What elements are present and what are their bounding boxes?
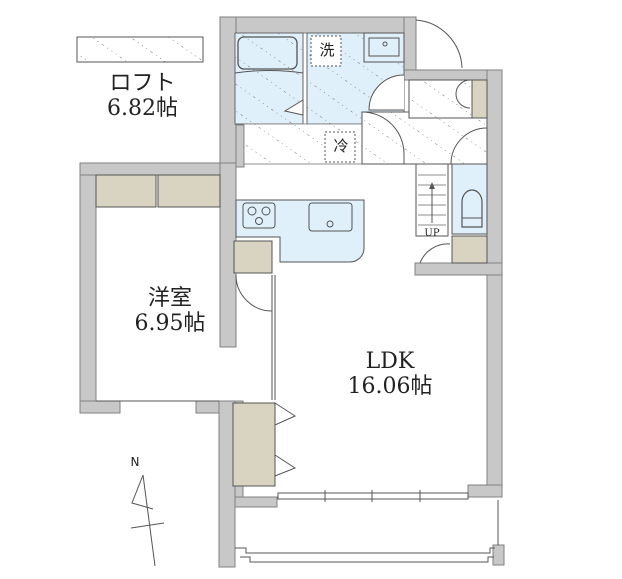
fridge-marker: 冷 xyxy=(333,137,349,155)
room-size: 6.95帖 xyxy=(134,310,206,336)
bathroom xyxy=(234,32,304,125)
stairs xyxy=(415,163,449,237)
toilet xyxy=(419,163,488,264)
room-name: LDK xyxy=(365,349,415,374)
room-name: 洋室 xyxy=(147,286,192,311)
north-label: N xyxy=(130,455,140,469)
entrance-door-swing xyxy=(415,19,463,69)
room-label-ldk: LDK 16.06帖 xyxy=(330,349,450,399)
kitchen-counter xyxy=(235,199,365,263)
room-label-western: 洋室 6.95帖 xyxy=(115,286,225,336)
loft-indicator xyxy=(76,36,204,63)
storage xyxy=(95,174,276,487)
stairs-up-label: UP xyxy=(424,228,440,239)
interior-lines xyxy=(96,274,499,563)
room-name: ロフト xyxy=(109,71,176,96)
washroom xyxy=(306,32,405,125)
washer-marker: 洗 xyxy=(319,41,335,59)
corridor xyxy=(243,79,488,165)
room-size: 16.06帖 xyxy=(347,373,433,399)
north-arrow-icon xyxy=(130,474,165,567)
room-size: 6.82帖 xyxy=(107,95,178,121)
room-label-loft: ロフト 6.82帖 xyxy=(85,71,200,121)
